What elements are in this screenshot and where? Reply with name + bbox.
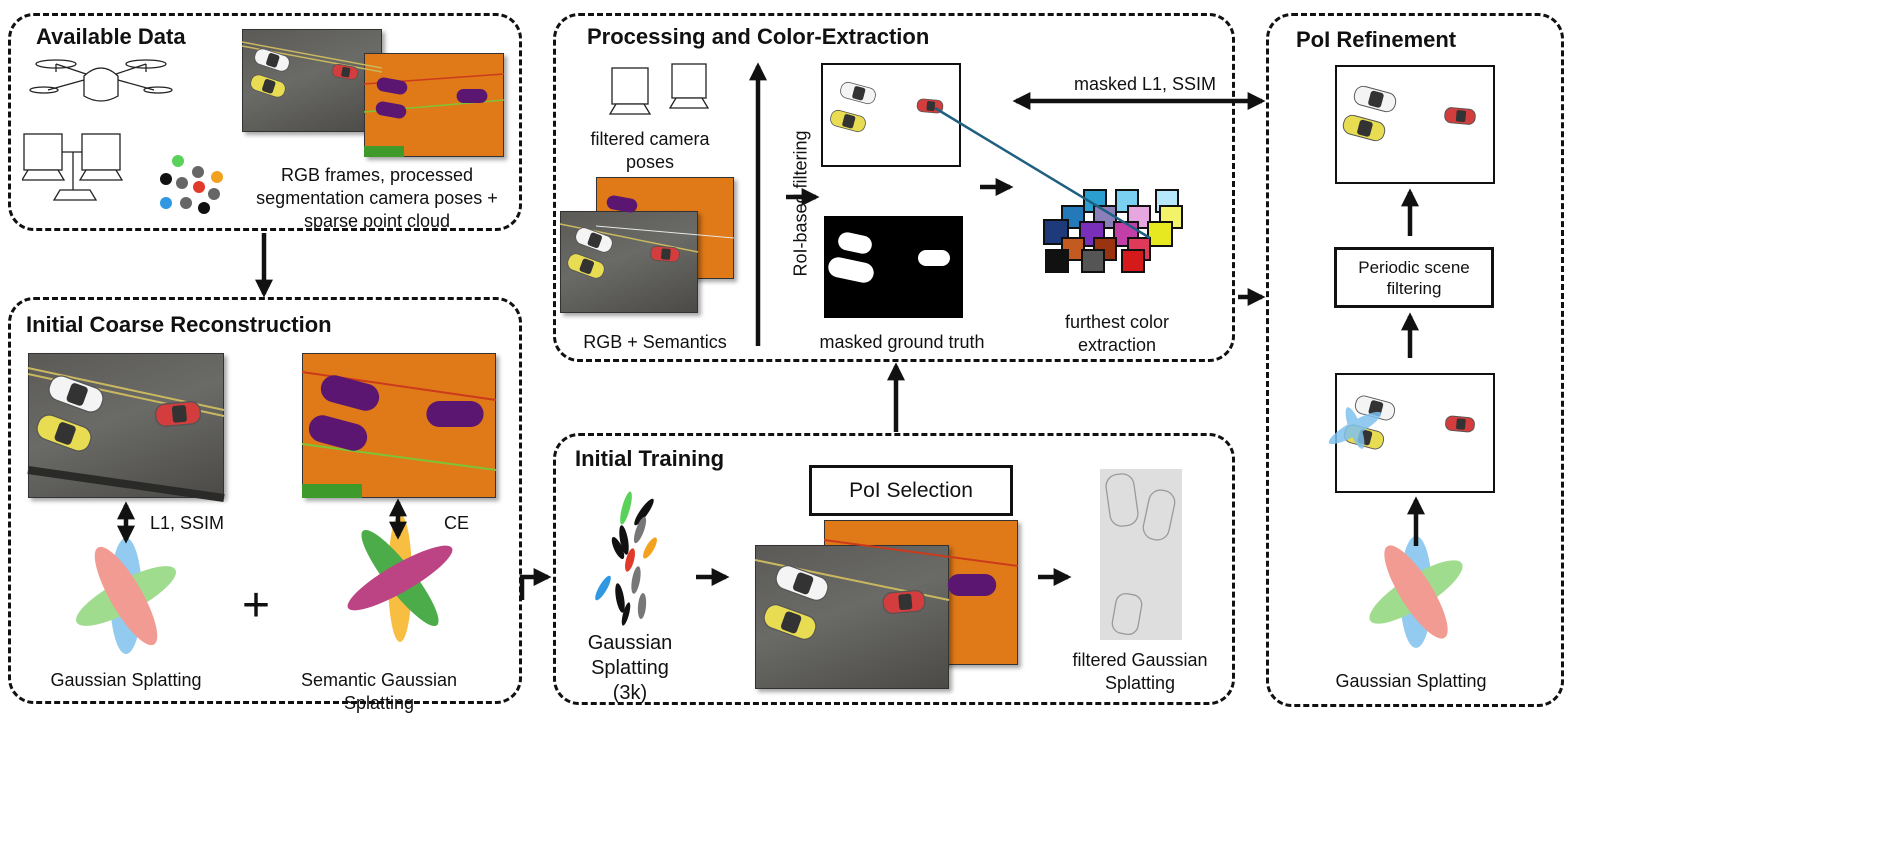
rgb-semantics-label: RGB + Semantics bbox=[583, 332, 727, 352]
rgb-frame-thumbnail bbox=[242, 29, 382, 132]
poi-refinement-title: PoI Refinement bbox=[1296, 27, 1457, 52]
processing-masked-car-frame bbox=[821, 63, 961, 167]
furthest-color-extraction-label: furthest color extraction bbox=[1064, 312, 1170, 355]
coarse-rgb-image bbox=[28, 353, 224, 498]
filtered-gaussian-splatting-label: filtered Gaussian Splatting bbox=[1072, 650, 1208, 693]
coarse-reconstruction-panel bbox=[8, 297, 522, 704]
training-gaussian-label-1: Gaussian bbox=[587, 632, 673, 654]
refinement-result-frame bbox=[1335, 65, 1495, 184]
initial-training-panel bbox=[553, 433, 1235, 705]
loss-rgb-label: L1, SSIM bbox=[150, 513, 225, 533]
filtered-camera-poses-label: filtered camera poses bbox=[590, 129, 710, 172]
poi-selection-label: PoI Selection bbox=[849, 478, 973, 502]
plus-sign: + bbox=[242, 579, 271, 632]
coarse-gaussian-splatting-label: Gaussian Splatting bbox=[50, 670, 202, 690]
masked-ground-truth-label: masked ground truth bbox=[819, 332, 985, 352]
camera-network-icon bbox=[22, 133, 124, 201]
refinement-input-frame bbox=[1335, 373, 1495, 493]
drone-icon bbox=[29, 59, 173, 102]
coarse-semantic-gaussian-splatting-label: Semantic Gaussian Splatting bbox=[300, 670, 458, 713]
available-data-title: Available Data bbox=[36, 24, 186, 49]
periodic-scene-filtering-box: Periodic scene filtering bbox=[1334, 247, 1494, 308]
processing-panel bbox=[553, 13, 1235, 362]
loss-semantic-label: CE bbox=[444, 513, 470, 533]
roi-filtering-label: RoI-based filtering bbox=[790, 130, 811, 277]
filtered-gaussian-image bbox=[1100, 469, 1182, 640]
training-rgb-image bbox=[755, 545, 949, 689]
coarse-reconstruction-title: Initial Coarse Reconstruction bbox=[26, 312, 332, 337]
processing-title: Processing and Color-Extraction bbox=[587, 24, 930, 49]
point-cloud-icon bbox=[160, 155, 223, 214]
periodic-scene-filtering-label: Periodic scene filtering bbox=[1358, 257, 1470, 298]
training-gaussian-label-3: (3k) bbox=[612, 682, 648, 704]
available-data-panel bbox=[8, 13, 522, 231]
initial-training-title: Initial Training bbox=[575, 446, 725, 471]
available-data-caption: RGB frames, processed segmentation camer… bbox=[256, 165, 498, 231]
training-gaussian-label-2: Splatting bbox=[591, 657, 669, 679]
poi-refinement-panel bbox=[1266, 13, 1564, 707]
poi-selection-box: PoI Selection bbox=[809, 465, 1013, 516]
coarse-segmentation-image bbox=[302, 353, 496, 498]
camera-poses-icon bbox=[608, 63, 710, 115]
masked-l1-ssim-label: masked L1, SSIM bbox=[1073, 74, 1217, 94]
processing-rgb-image bbox=[560, 211, 698, 313]
refinement-gaussian-splatting-label: Gaussian Splatting bbox=[1335, 671, 1487, 691]
segmentation-frame-thumbnail bbox=[364, 53, 504, 157]
masked-ground-truth-image bbox=[824, 216, 963, 318]
